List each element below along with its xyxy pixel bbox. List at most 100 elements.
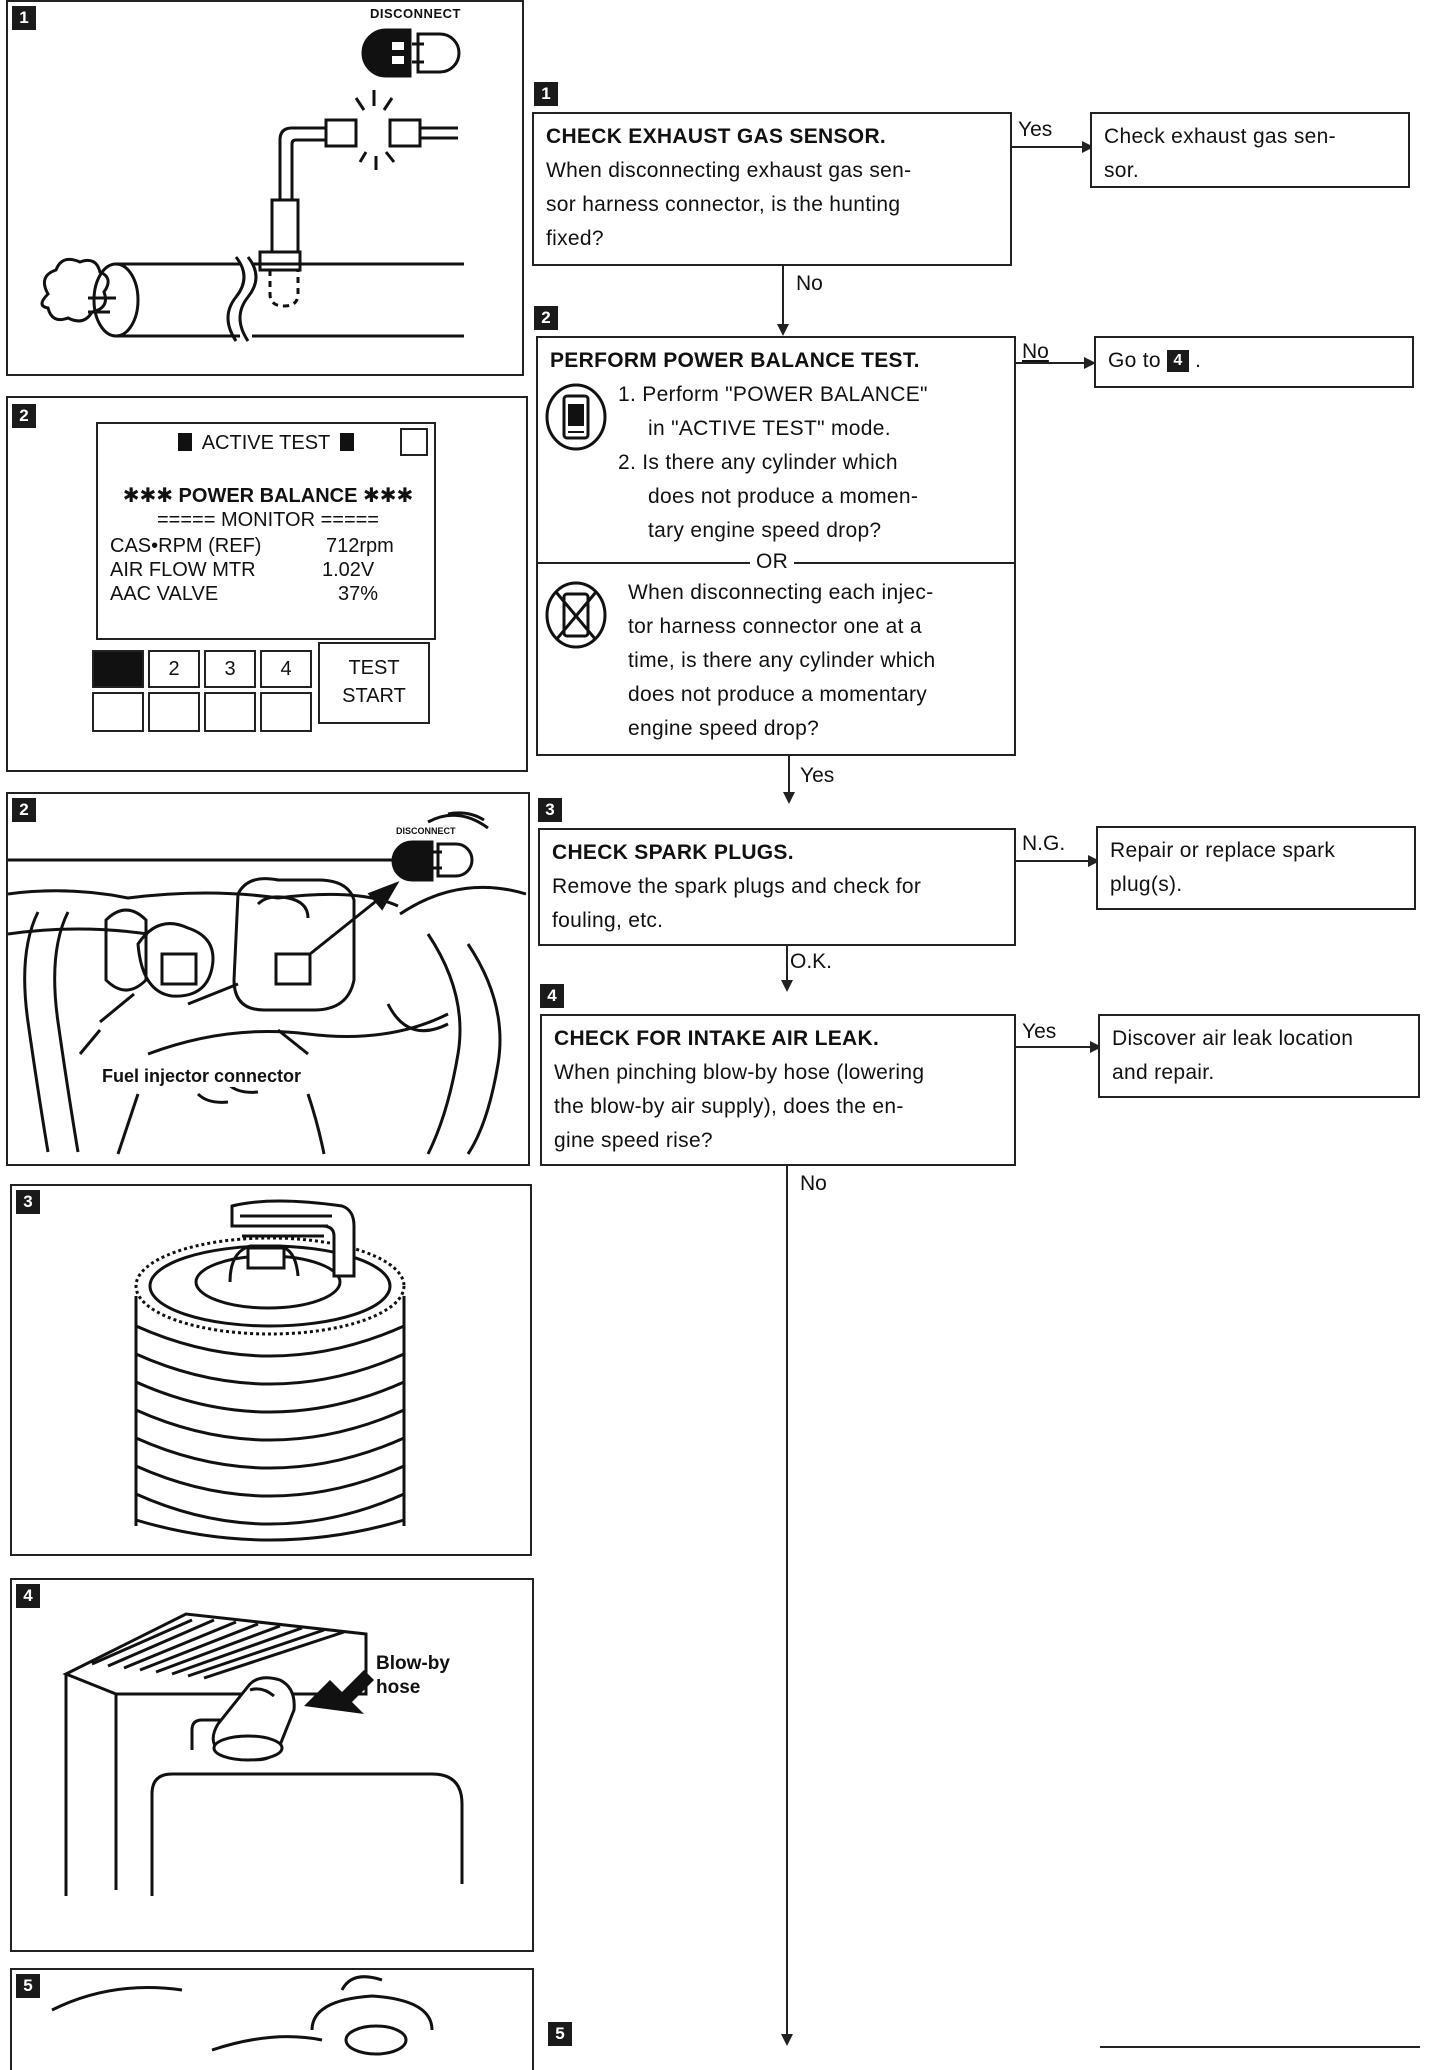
step2-yes-label: Yes	[800, 764, 835, 787]
step1-box: CHECK EXHAUST GAS SENSOR. When disconnec…	[532, 112, 1012, 266]
monitor-row-label: CAS•RPM (REF)	[110, 535, 262, 557]
screen-display: ACTIVE TEST ✱✱✱ POWER BALANCE ✱✱✱ ===== …	[96, 422, 436, 640]
step1-text-line: sor harness connector, is the hunting	[546, 193, 901, 216]
consult-tool-icon	[545, 383, 607, 451]
blank-button[interactable]	[92, 692, 144, 732]
alt-line: tor harness connector one at a	[628, 615, 922, 638]
step3-title: CHECK SPARK PLUGS.	[552, 841, 794, 864]
instruction-text: tary engine speed drop?	[648, 519, 882, 542]
instruction-line: in "ACTIVE TEST" mode.	[618, 412, 928, 446]
step3-ok-label: O.K.	[790, 950, 833, 973]
screen-title: ✱✱✱ POWER BALANCE ✱✱✱	[122, 485, 414, 507]
monitor-row-value: 712rpm	[326, 535, 394, 557]
disconnect-label: DISCONNECT	[396, 826, 456, 836]
blow-by-hose-label: Blow-by hose	[376, 1652, 450, 1700]
blank-button[interactable]	[204, 692, 256, 732]
step3-ng-result: Repair or replace spark plug(s).	[1096, 826, 1416, 910]
step4-yes-result: Discover air leak location and repair.	[1098, 1014, 1420, 1098]
step2-no-connector	[1016, 362, 1096, 364]
figure-badge: 2	[12, 404, 36, 428]
result-line: Check exhaust gas sen-	[1104, 125, 1336, 148]
blank-button[interactable]	[148, 692, 200, 732]
step3-ok-connector	[786, 946, 788, 982]
instruction-line: tary engine speed drop?	[618, 514, 928, 548]
result-line: Repair or replace spark	[1110, 839, 1336, 862]
alt-line: When disconnecting each injec-	[628, 581, 934, 604]
figure-fuel-injector: 2 DISCONNECT	[6, 792, 530, 1166]
result-line: and repair.	[1112, 1061, 1215, 1084]
monitor-row-value: 1.02V	[322, 559, 375, 581]
spark-plug-illustration	[134, 1199, 406, 1542]
step-badge: 3	[538, 798, 562, 822]
figure-badge: 4	[16, 1584, 40, 1608]
step1-text-line: When disconnecting exhaust gas sen-	[546, 159, 912, 182]
figure-badge: 2	[12, 798, 36, 822]
step4-no-label: No	[800, 1172, 827, 1195]
air-cleaner-illustration	[62, 1612, 464, 1896]
cylinder-button-3[interactable]: 3	[204, 650, 256, 688]
step2-no-label: No	[1022, 340, 1049, 363]
result-line: Discover air leak location	[1112, 1027, 1354, 1050]
monitor-row-label: AAC VALVE	[110, 583, 219, 605]
figure-active-test-screen: 2 ACTIVE TEST ✱✱✱ POWER BALANCE ✱✱✱ ====…	[6, 396, 528, 772]
figure-badge: 1	[12, 6, 36, 30]
step2-yes-connector	[788, 756, 790, 794]
cylinder-button-1[interactable]	[92, 650, 144, 688]
step3-ng-label: N.G.	[1022, 832, 1066, 855]
step3-ok-arrow	[781, 980, 793, 992]
injector-connector-label: Fuel injector connector	[100, 1066, 304, 1087]
step2-title: PERFORM POWER BALANCE TEST.	[550, 349, 920, 372]
step-badge: 5	[548, 2022, 572, 2046]
step2-no-arrow	[1084, 357, 1096, 369]
engine-bay-illustration	[8, 811, 527, 1155]
step1-text-line: fixed?	[546, 227, 604, 250]
screen-header: ACTIVE TEST	[98, 432, 434, 455]
figure-badge: 3	[16, 1190, 40, 1214]
header-marker-left	[177, 433, 192, 451]
cylinder-button-4[interactable]: 4	[260, 650, 312, 688]
step2-box: PERFORM POWER BALANCE TEST. 1. Perform "…	[536, 336, 1016, 756]
instruction-text: does not produce a momen-	[648, 485, 919, 508]
step1-no-connector	[782, 266, 784, 326]
consult-screen: ACTIVE TEST ✱✱✱ POWER BALANCE ✱✱✱ ===== …	[92, 422, 438, 768]
step1-yes-label: Yes	[1018, 118, 1053, 141]
step-badge: 4	[540, 984, 564, 1008]
step4-no-arrow	[781, 2034, 793, 2046]
step3-box: CHECK SPARK PLUGS. Remove the spark plug…	[538, 828, 1016, 946]
figure-blow-by-hose: 4 Blow-by hose	[10, 1578, 534, 1952]
disconnect-label: DISCONNECT	[370, 6, 461, 21]
instruction-number: 2.	[618, 451, 637, 474]
result-line: sor.	[1104, 159, 1140, 182]
figure-spark-plug: 3	[10, 1184, 532, 1556]
step2-alt-text: When disconnecting each injec- tor harne…	[628, 576, 936, 746]
header-marker-right	[340, 433, 355, 451]
alt-line: time, is there any cylinder which	[628, 649, 936, 672]
figure-5-illustration	[51, 1975, 434, 2056]
step2-yes-arrow	[783, 792, 795, 804]
step4-yes-label: Yes	[1022, 1020, 1057, 1043]
step2-no-result: Go to 4 .	[1094, 336, 1414, 388]
goto-step-badge[interactable]: 4	[1167, 350, 1190, 373]
screen-close-box[interactable]	[400, 428, 428, 456]
step3-ng-connector	[1016, 860, 1098, 862]
or-label: OR	[750, 548, 795, 576]
cylinder-button-2[interactable]: 2	[148, 650, 200, 688]
step1-no-label: No	[796, 272, 823, 295]
instruction-number: 1.	[618, 383, 637, 406]
blank-button[interactable]	[260, 692, 312, 732]
no-consult-tool-icon	[545, 581, 607, 649]
step4-box: CHECK FOR INTAKE AIR LEAK. When pinching…	[540, 1014, 1016, 1166]
hose-label-line1: Blow-by	[376, 1653, 450, 1674]
test-start-button[interactable]: TEST START	[318, 642, 430, 724]
figure-badge: 5	[16, 1974, 40, 1998]
test-start-line2: START	[342, 685, 406, 707]
step3-text-line: Remove the spark plugs and check for	[552, 875, 922, 898]
exhaust-sensor-illustration	[40, 28, 464, 342]
step1-yes-connector	[1012, 146, 1096, 148]
figure-5: 5	[10, 1968, 534, 2070]
instruction-line: does not produce a momen-	[618, 480, 928, 514]
step4-text-line: the blow-by air supply), does the en-	[554, 1095, 904, 1118]
alt-line: does not produce a momentary	[628, 683, 928, 706]
figure-exhaust-sensor: 1 DISCONNECT	[6, 0, 524, 376]
result-line: plug(s).	[1110, 873, 1183, 896]
